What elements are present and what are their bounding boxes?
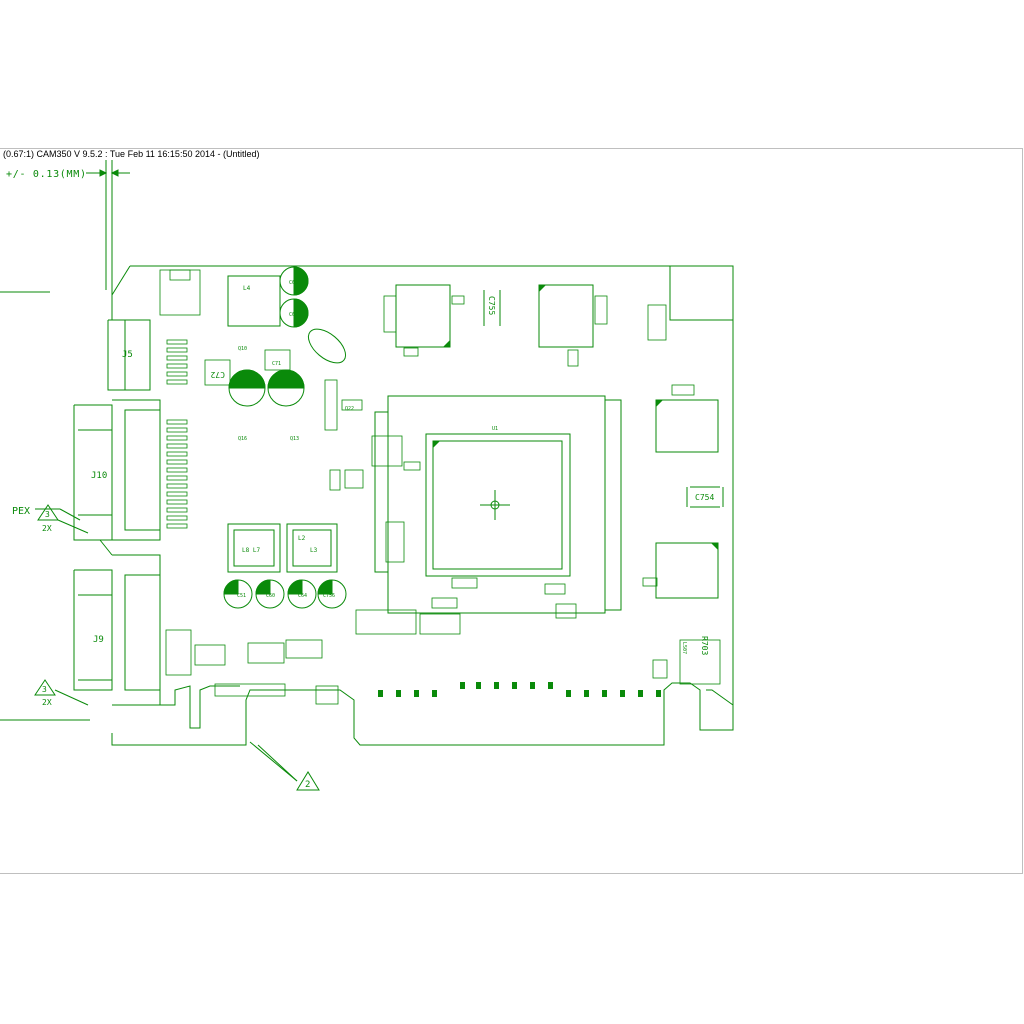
callout-num-1: 3 bbox=[45, 510, 50, 519]
ref-r703: R703 bbox=[700, 636, 709, 655]
callout-num-2: 3 bbox=[42, 685, 47, 694]
callout-mult-2: 2X bbox=[42, 698, 52, 707]
transistor-q13: Q13 bbox=[290, 436, 299, 442]
cap-c65: C65 bbox=[289, 280, 298, 286]
transistor-q22: Q22 bbox=[345, 406, 354, 412]
ref-l507: L507 bbox=[681, 642, 687, 654]
drawing-frame bbox=[0, 148, 1023, 874]
cap-c755: C755 bbox=[487, 296, 496, 315]
tolerance-label: +/- 0.13(MM) bbox=[6, 169, 86, 180]
cap-c67: C67 bbox=[289, 312, 298, 318]
cap-c754: C754 bbox=[695, 493, 714, 502]
inductor-l2: L2 bbox=[298, 535, 306, 542]
cap-c71: C71 bbox=[272, 361, 281, 367]
cap-c60: C60 bbox=[266, 593, 275, 599]
cap-c51: C51 bbox=[237, 593, 246, 599]
connector-j10: J10 bbox=[91, 471, 107, 481]
connector-j5: J5 bbox=[122, 350, 133, 360]
callout-mult-1: 2X bbox=[42, 524, 52, 533]
cap-c756: C756 bbox=[323, 593, 335, 599]
cap-c64: C64 bbox=[298, 593, 307, 599]
transistor-q10: Q10 bbox=[238, 346, 247, 352]
cap-c72: C72 bbox=[210, 370, 225, 379]
callout-num-3: 2 bbox=[305, 780, 310, 790]
inductor-l4: L4 bbox=[243, 285, 251, 292]
inductor-l8-l7: L8 L7 bbox=[242, 547, 260, 554]
connector-j9: J9 bbox=[93, 635, 104, 645]
transistor-q16: Q16 bbox=[238, 436, 247, 442]
inductor-l3: L3 bbox=[310, 547, 318, 554]
pex-label: PEX bbox=[12, 506, 30, 517]
window-title: (0.67:1) CAM350 V 9.5.2 : Tue Feb 11 16:… bbox=[3, 149, 260, 159]
chip-ref: U1 bbox=[492, 426, 498, 432]
